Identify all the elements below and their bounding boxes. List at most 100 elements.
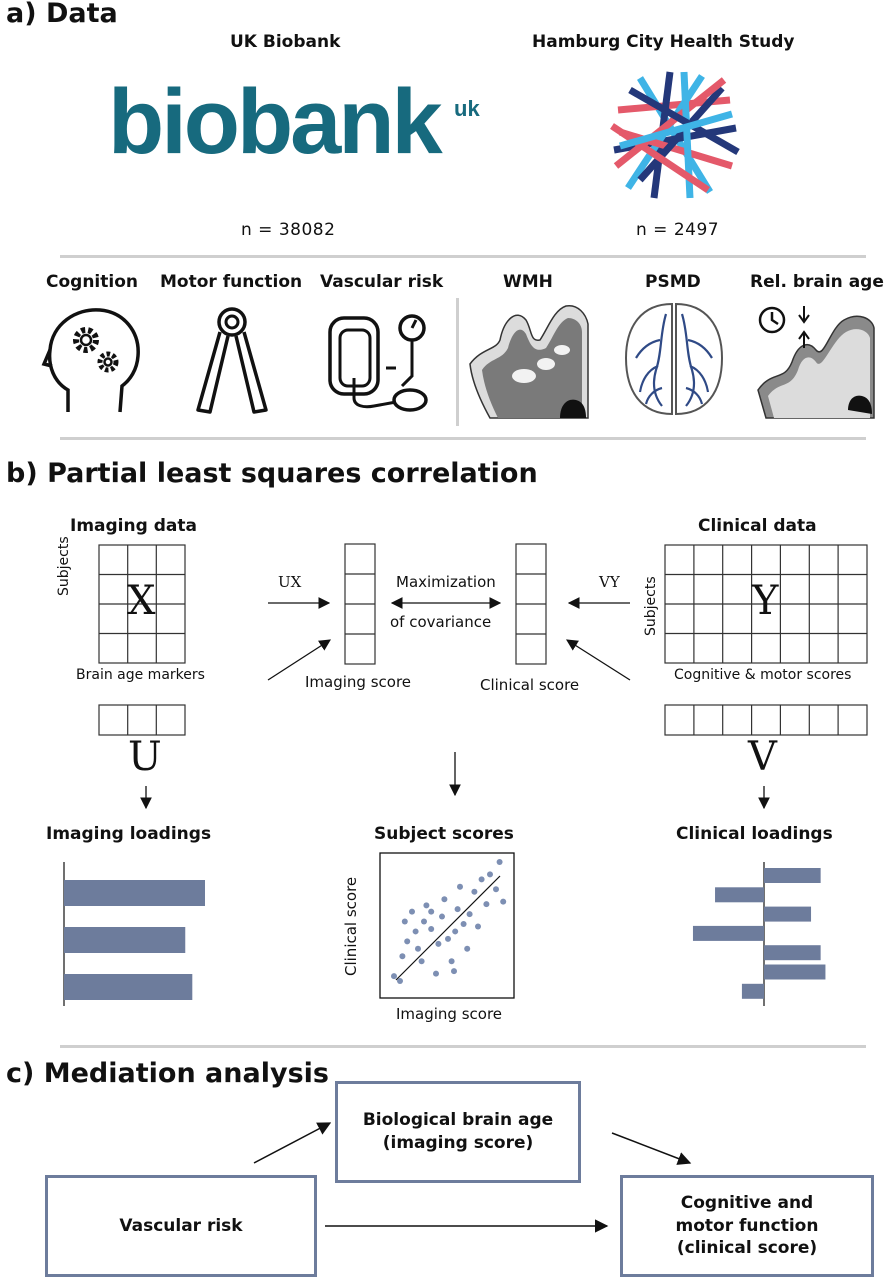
- measure-motor: Motor function: [160, 272, 303, 292]
- divider-a1: [60, 255, 866, 258]
- scatter-point: [418, 958, 425, 965]
- scatter-point: [445, 935, 451, 942]
- outcome-line1: Cognitive and: [680, 1192, 814, 1213]
- outcome-line2: motor function: [675, 1215, 819, 1236]
- brain-age-icon: [757, 306, 875, 419]
- measure-vascular: Vascular risk: [320, 272, 444, 292]
- arrow-clinical-diag: [566, 639, 631, 681]
- mediator-line1: Biological brain age: [362, 1110, 554, 1131]
- exposure-box: Vascular risk: [45, 1175, 317, 1277]
- scatter-point: [399, 953, 406, 960]
- scatter-point: [500, 898, 507, 905]
- ukb-logo: biobank uk: [108, 71, 480, 182]
- psmd-brain-icon: [624, 302, 724, 416]
- scatter-xlabel: Imaging score: [396, 1005, 503, 1023]
- clinical-score-label: Clinical score: [480, 676, 580, 694]
- head-gears-icon: [41, 308, 140, 413]
- imaging-loading-bar: [64, 974, 193, 1000]
- cohort-ukb-title: UK Biobank: [230, 32, 341, 52]
- scatter-point: [421, 918, 427, 925]
- clinical-loading-bar: [741, 983, 764, 999]
- scatter-point: [475, 923, 481, 930]
- clinical-loading-bar: [764, 868, 821, 883]
- scatter-point: [493, 886, 499, 893]
- clinical-cols-label: Cognitive & motor scores: [674, 667, 852, 683]
- ukb-logo-text: biobank: [108, 71, 443, 173]
- imaging-score-label: Imaging score: [305, 673, 412, 691]
- blood-pressure-icon: [328, 314, 428, 412]
- clinical-loading-bar: [715, 887, 764, 903]
- clinical-loading-bar: [764, 945, 821, 961]
- imaging-score-vector: [344, 543, 376, 665]
- scatter-point: [496, 859, 503, 865]
- mediator-box: Biological brain age(imaging score): [335, 1081, 581, 1183]
- clinical-subjects-label: Subjects: [643, 576, 659, 636]
- wmh-brain-icon: [469, 305, 589, 419]
- scatter-point: [433, 970, 439, 977]
- covariance-label: of covariance: [390, 613, 492, 631]
- exposure-label: Vascular risk: [119, 1215, 243, 1236]
- subject-scores-title: Subject scores: [374, 824, 514, 844]
- vy-label: VY: [599, 573, 620, 591]
- matrix-x-grid: [98, 544, 186, 664]
- divider-b: [60, 1045, 866, 1048]
- scatter-point: [401, 918, 408, 925]
- u-letter: U: [128, 734, 162, 780]
- scatter-point: [404, 938, 411, 945]
- scatter-point: [428, 908, 435, 915]
- ukb-logo-sup: uk: [454, 96, 480, 121]
- clinical-data-heading: Clinical data: [698, 516, 817, 536]
- divider-a2: [60, 437, 866, 440]
- imaging-cols-label: Brain age markers: [76, 667, 205, 683]
- imaging-loadings-bars: [64, 880, 205, 1000]
- imaging-data-heading: Imaging data: [70, 516, 197, 536]
- arrow-exposure-mediator: [253, 1122, 332, 1164]
- measure-brainage: Rel. brain age: [750, 272, 884, 292]
- ukb-n: n = 38082: [241, 220, 336, 240]
- cohort-hchs-title: Hamburg City Health Study: [532, 32, 795, 52]
- ux-label: UX: [278, 573, 302, 591]
- clinical-loading-bar: [692, 925, 764, 941]
- hchs-n: n = 2497: [636, 220, 720, 240]
- v-vector: [664, 704, 868, 736]
- imaging-subjects-label: Subjects: [56, 536, 72, 596]
- matrix-x-letter: X: [127, 578, 156, 624]
- scatter-point: [441, 896, 448, 903]
- section-c-title: c) Mediation analysis: [6, 1058, 329, 1089]
- scatter-point: [412, 928, 419, 935]
- scatter-point: [460, 921, 467, 927]
- scatter-point: [483, 901, 490, 908]
- imaging-loading-bar: [64, 880, 205, 906]
- scatter-point: [487, 871, 493, 878]
- scatter-point: [466, 911, 473, 918]
- arrow-imaging-diag: [267, 639, 331, 681]
- clinical-score-vector: [515, 543, 547, 665]
- measure-wmh: WMH: [503, 272, 553, 292]
- scatter-point: [448, 958, 455, 965]
- maximization-label: Maximization: [396, 573, 496, 591]
- u-vector: [98, 704, 186, 736]
- scatter-point: [391, 973, 397, 980]
- arrow-mediator-outcome: [611, 1132, 692, 1165]
- scatter-point: [471, 888, 478, 895]
- v-letter: V: [748, 734, 777, 780]
- scatter-ylabel: Clinical score: [342, 876, 360, 976]
- scatter-point: [464, 945, 471, 952]
- imaging-loading-bar: [64, 927, 186, 953]
- scatter-point: [452, 928, 459, 935]
- matrix-y-letter: Y: [752, 578, 779, 624]
- hand-grip-icon: [196, 307, 268, 414]
- scatter-point: [454, 906, 461, 913]
- clinical-loadings-bars: [692, 868, 826, 999]
- scatter-point: [478, 876, 485, 883]
- mediator-line2: (imaging score): [382, 1133, 534, 1153]
- measure-psmd: PSMD: [645, 272, 701, 292]
- scatter-point: [409, 908, 415, 915]
- measure-cognition: Cognition: [46, 272, 138, 292]
- vertical-divider: [456, 298, 459, 426]
- scatter-point: [428, 925, 435, 932]
- scatter-point: [457, 883, 463, 890]
- outcome-line3: (clinical score): [676, 1238, 818, 1259]
